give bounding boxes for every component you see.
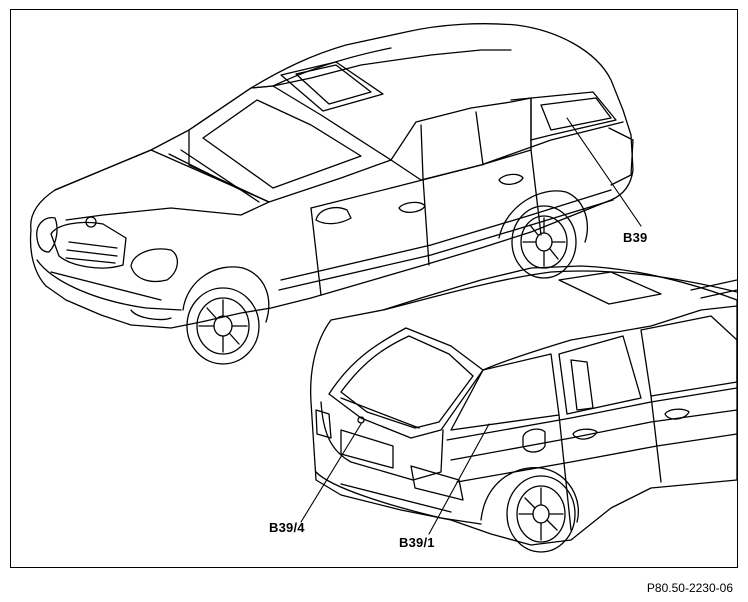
figure-reference-number: P80.50-2230-06 — [646, 581, 733, 595]
diagram-frame: B39 B39/4 B39/1 — [10, 9, 738, 568]
callout-label-b39-4: B39/4 — [269, 520, 305, 535]
vehicle-illustration — [29, 23, 737, 553]
front-vehicle — [29, 23, 642, 365]
callout-label-b39-1: B39/1 — [399, 535, 435, 550]
rear-vehicle — [300, 265, 737, 553]
callout-label-b39: B39 — [623, 230, 648, 245]
